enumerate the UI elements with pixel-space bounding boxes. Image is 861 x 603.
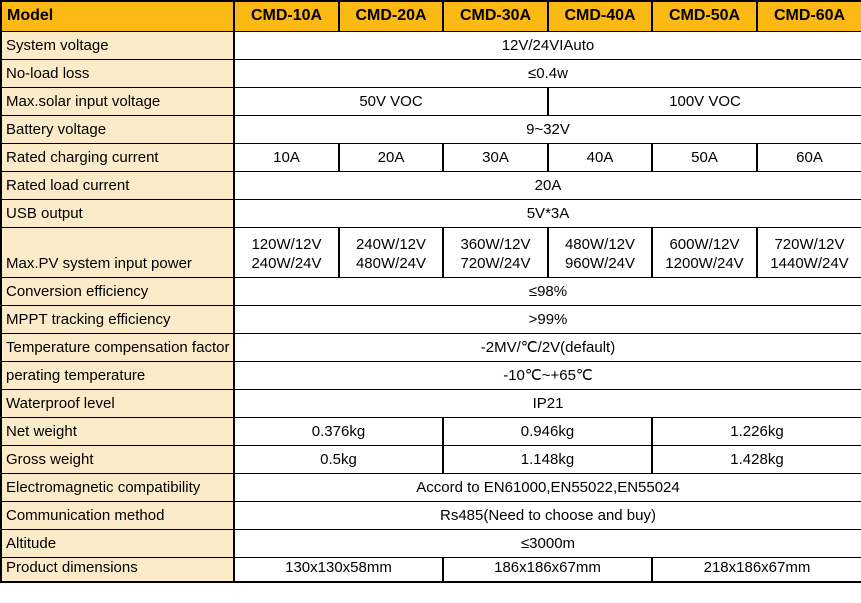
spec-value-cell: 5V*3A xyxy=(233,198,861,228)
spec-row-label: USB output xyxy=(0,198,235,228)
spec-row-label: Conversion efficiency xyxy=(0,276,235,306)
spec-value-cell: 1.148kg xyxy=(442,444,653,474)
spec-row-label: Max.PV system input power xyxy=(0,226,235,278)
spec-value-cell: 100V VOC xyxy=(547,86,861,116)
spec-value-cell: 0.946kg xyxy=(442,416,653,446)
spec-value-cell: 1.428kg xyxy=(651,444,861,474)
spec-row-label: Communication method xyxy=(0,500,235,530)
spec-value-cell: Accord to EN61000,EN55022,EN55024 xyxy=(233,472,861,502)
spec-value-cell: Rs485(Need to choose and buy) xyxy=(233,500,861,530)
spec-row-label: Waterproof level xyxy=(0,388,235,418)
spec-value-cell: 9~32V xyxy=(233,114,861,144)
spec-value-cell: 600W/12V 1200W/24V xyxy=(651,226,758,278)
spec-value-cell: 20A xyxy=(233,170,861,200)
table-row: Temperature compensation factor-2MV/℃/2V… xyxy=(0,332,861,362)
spec-row-label: Rated charging current xyxy=(0,142,235,172)
spec-value-cell: -10℃~+65℃ xyxy=(233,360,861,390)
model-column-header: CMD-10A xyxy=(233,0,340,32)
spec-value-cell: ≤0.4w xyxy=(233,58,861,88)
table-row: Altitude≤3000m xyxy=(0,528,861,558)
spec-value-cell: 218x186x67mm xyxy=(651,556,861,583)
spec-value-cell: 130x130x58mm xyxy=(233,556,444,583)
spec-value-cell: 60A xyxy=(756,142,861,172)
table-row: perating temperature-10℃~+65℃ xyxy=(0,360,861,390)
spec-row-label: Electromagnetic compatibility xyxy=(0,472,235,502)
spec-row-label: Gross weight xyxy=(0,444,235,474)
spec-value-cell: 1.226kg xyxy=(651,416,861,446)
spec-value-cell: 0.376kg xyxy=(233,416,444,446)
spec-value-cell: 10A xyxy=(233,142,340,172)
model-column-header: CMD-40A xyxy=(547,0,653,32)
spec-value-cell: 50A xyxy=(651,142,758,172)
spec-value-cell: ≤98% xyxy=(233,276,861,306)
table-row: No-load loss≤0.4w xyxy=(0,58,861,88)
spec-value-cell: 12V/24VIAuto xyxy=(233,30,861,60)
spec-value-cell: 30A xyxy=(442,142,549,172)
spec-value-cell: >99% xyxy=(233,304,861,334)
model-column-header: CMD-30A xyxy=(442,0,549,32)
model-column-header: CMD-50A xyxy=(651,0,758,32)
table-row: MPPT tracking efficiency>99% xyxy=(0,304,861,334)
spec-value-cell: 720W/12V 1440W/24V xyxy=(756,226,861,278)
spec-row-label: Battery voltage xyxy=(0,114,235,144)
spec-value-cell: -2MV/℃/2V(default) xyxy=(233,332,861,362)
spec-value-cell: 186x186x67mm xyxy=(442,556,653,583)
spec-value-cell: IP21 xyxy=(233,388,861,418)
model-column-header: CMD-20A xyxy=(338,0,444,32)
model-header-cell: Model xyxy=(0,0,235,32)
spec-value-cell: 20A xyxy=(338,142,444,172)
spec-value-cell: ≤3000m xyxy=(233,528,861,558)
spec-row-label: perating temperature xyxy=(0,360,235,390)
spec-row-label: Rated load current xyxy=(0,170,235,200)
spec-value-cell: 480W/12V 960W/24V xyxy=(547,226,653,278)
spec-row-label: Max.solar input voltage xyxy=(0,86,235,116)
spec-row-label: Net weight xyxy=(0,416,235,446)
spec-value-cell: 0.5kg xyxy=(233,444,444,474)
spec-row-label: MPPT tracking efficiency xyxy=(0,304,235,334)
spec-row-label: No-load loss xyxy=(0,58,235,88)
table-row: Conversion efficiency≤98% xyxy=(0,276,861,306)
model-column-header: CMD-60A xyxy=(756,0,861,32)
spec-row-label: System voltage xyxy=(0,30,235,60)
spec-value-cell: 40A xyxy=(547,142,653,172)
spec-row-label: Altitude xyxy=(0,528,235,558)
spec-value-cell: 50V VOC xyxy=(233,86,549,116)
spec-value-cell: 240W/12V 480W/24V xyxy=(338,226,444,278)
spec-row-label: Temperature compensation factor xyxy=(0,332,235,362)
spec-value-cell: 360W/12V 720W/24V xyxy=(442,226,549,278)
spec-row-label: Product dimensions xyxy=(0,556,235,583)
spec-value-cell: 120W/12V 240W/24V xyxy=(233,226,340,278)
